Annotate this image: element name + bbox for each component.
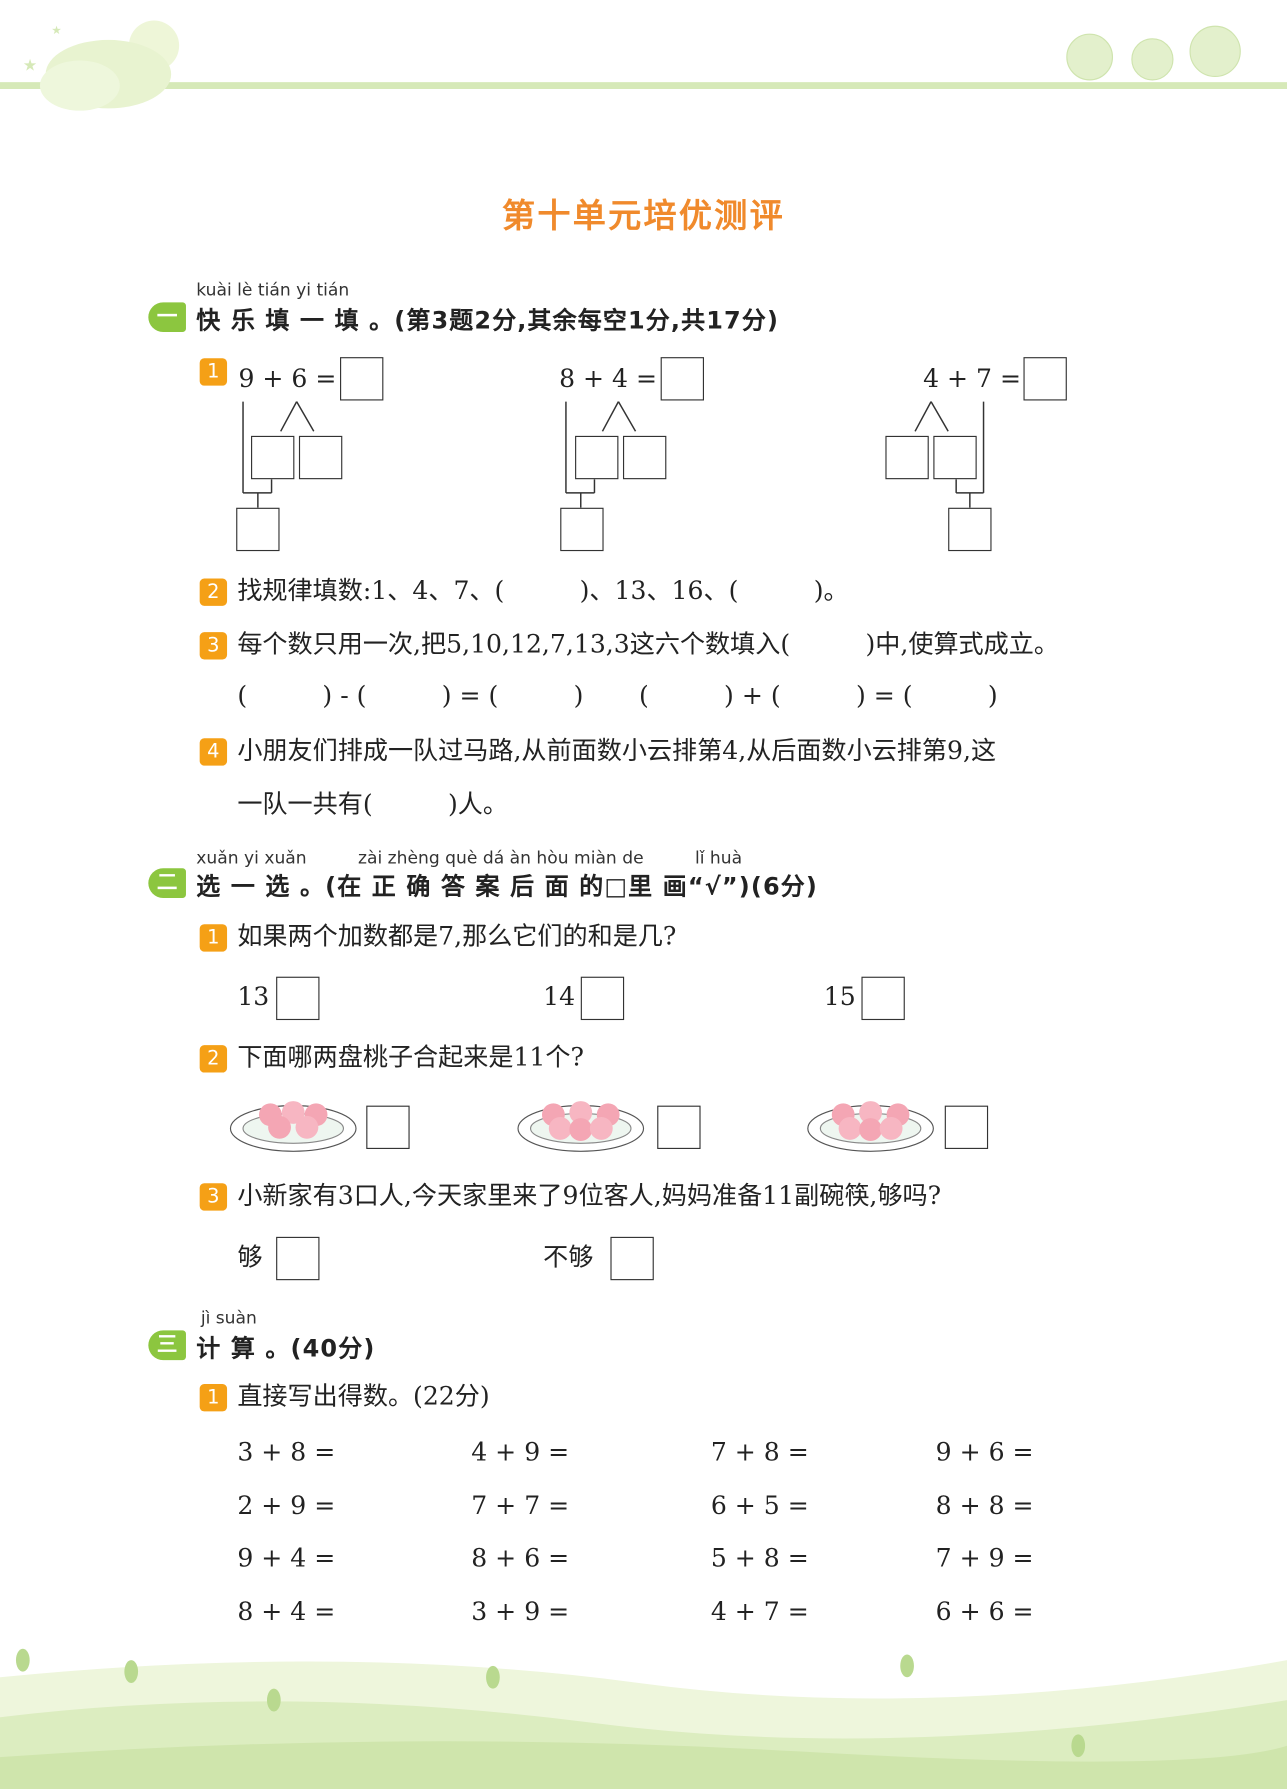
- calc-problem: 8 + 6 =: [471, 1544, 570, 1574]
- header-decoration: ★ ★: [0, 20, 1287, 111]
- peach-plates: [229, 1101, 934, 1152]
- page-title: 第十单元培优测评: [502, 196, 786, 236]
- section2-badge: 二: [148, 868, 186, 898]
- option-15-checkbox[interactable]: [861, 976, 905, 1021]
- calc-problem: 9 + 6 =: [935, 1438, 1034, 1468]
- option-14-checkbox[interactable]: [580, 976, 625, 1021]
- equation-2: 8 + 4 =: [559, 365, 658, 394]
- split-box[interactable]: [622, 435, 667, 480]
- answer-box[interactable]: [1023, 357, 1067, 401]
- option-14: 14: [543, 983, 576, 1013]
- make-ten-diagrams: [242, 401, 985, 508]
- sum-box[interactable]: [948, 507, 992, 552]
- s2-q1-number-badge: 1: [199, 924, 228, 952]
- calc-problem: 2 + 9 =: [237, 1492, 336, 1521]
- q3-text: 每个数只用一次,把5,10,12,7,13,3这六个数填入( )中,使算式成立。: [237, 630, 1059, 660]
- split-box[interactable]: [251, 435, 295, 480]
- footer-hills-decoration: [0, 1648, 1287, 1789]
- plate-2-checkbox[interactable]: [657, 1105, 701, 1149]
- equation-3: 4 + 7 =: [923, 365, 1022, 394]
- split-box[interactable]: [933, 435, 977, 480]
- option-13: 13: [237, 983, 270, 1013]
- q4-text: 小朋友们排成一队过马路,从前面数小云排第4,从后面数小云排第9,这: [237, 737, 997, 766]
- plate-1-checkbox[interactable]: [366, 1105, 410, 1149]
- section2-heading: 选 一 选 。(在 正 确 答 案 后 面 的□里 画“√”)(6分): [196, 872, 818, 901]
- split-box[interactable]: [885, 435, 929, 480]
- calc-problem: 6 + 6 =: [935, 1598, 1034, 1628]
- s2-q2-text: 下面哪两盘桃子合起来是11个?: [237, 1044, 584, 1073]
- calc-problem: 8 + 4 =: [237, 1598, 336, 1628]
- q2-number-badge: 2: [199, 578, 228, 606]
- s2-q2-number-badge: 2: [199, 1045, 228, 1073]
- q2-text: 找规律填数:1、4、7、( )、13、16、( )。: [237, 577, 849, 606]
- calc-problem: 3 + 8 =: [237, 1438, 336, 1468]
- plate-3-checkbox[interactable]: [944, 1105, 989, 1149]
- q3-subtraction: ( ) - ( ) = ( ): [237, 682, 584, 711]
- split-box[interactable]: [298, 435, 343, 480]
- option-not-enough: 不够: [543, 1243, 594, 1273]
- sum-box[interactable]: [560, 507, 604, 552]
- q4-text-2: 一队一共有( )人。: [237, 790, 508, 820]
- section1-pinyin: kuài lè tián yi tián: [196, 279, 350, 301]
- section2-pinyin: xuǎn yi xuǎn zài zhèng què dá àn hòu mià…: [196, 847, 743, 869]
- calc-problem: 6 + 5 =: [710, 1492, 809, 1521]
- answer-box[interactable]: [340, 357, 384, 401]
- s3-q1-number-badge: 1: [199, 1384, 228, 1412]
- section1-badge: 一: [148, 302, 186, 333]
- option-not-enough-checkbox[interactable]: [610, 1236, 654, 1281]
- peach-plate-1: [229, 1101, 357, 1152]
- calc-problem: 7 + 9 =: [935, 1544, 1034, 1574]
- section3-badge: 三: [148, 1330, 186, 1361]
- svg-text:★: ★: [23, 56, 37, 75]
- section1-heading: 快 乐 填 一 填 。(第3题2分,其余每空1分,共17分): [196, 306, 780, 335]
- section3-pinyin: jì suàn: [200, 1307, 257, 1329]
- calc-problem: 8 + 8 =: [935, 1492, 1034, 1521]
- s3-q1-text: 直接写出得数。(22分): [237, 1382, 490, 1412]
- option-enough-checkbox[interactable]: [276, 1236, 320, 1281]
- calc-problem: 9 + 4 =: [237, 1544, 336, 1574]
- calc-problem: 7 + 8 =: [710, 1438, 809, 1468]
- split-box[interactable]: [575, 435, 619, 480]
- q1-number-badge: 1: [199, 358, 228, 386]
- answer-box[interactable]: [660, 357, 704, 401]
- sum-box[interactable]: [236, 507, 280, 552]
- q3-addition: ( ) + ( ) = ( ): [638, 682, 998, 711]
- svg-text:★: ★: [51, 23, 61, 37]
- section3-heading: 计 算 。(40分): [196, 1334, 376, 1363]
- s2-q3-number-badge: 3: [199, 1183, 228, 1211]
- peach-plate-3: [807, 1101, 934, 1152]
- q3-number-badge: 3: [199, 632, 228, 660]
- option-13-checkbox[interactable]: [276, 976, 320, 1021]
- calc-problem: 4 + 9 =: [471, 1438, 570, 1468]
- s2-q3-text: 小新家有3口人,今天家里来了9位客人,妈妈准备11副碗筷,够吗?: [237, 1182, 942, 1211]
- calc-problem: 3 + 9 =: [471, 1598, 570, 1628]
- q4-number-badge: 4: [199, 738, 228, 766]
- calc-problem: 7 + 7 =: [471, 1492, 570, 1521]
- option-15: 15: [823, 983, 856, 1013]
- equation-1: 9 + 6 =: [238, 365, 337, 394]
- peach-plate-2: [517, 1101, 645, 1152]
- calc-problem: 4 + 7 =: [710, 1598, 809, 1628]
- option-enough: 够: [237, 1243, 263, 1273]
- calc-problem: 5 + 8 =: [710, 1544, 809, 1574]
- s2-q1-text: 如果两个加数都是7,那么它们的和是几?: [237, 923, 677, 952]
